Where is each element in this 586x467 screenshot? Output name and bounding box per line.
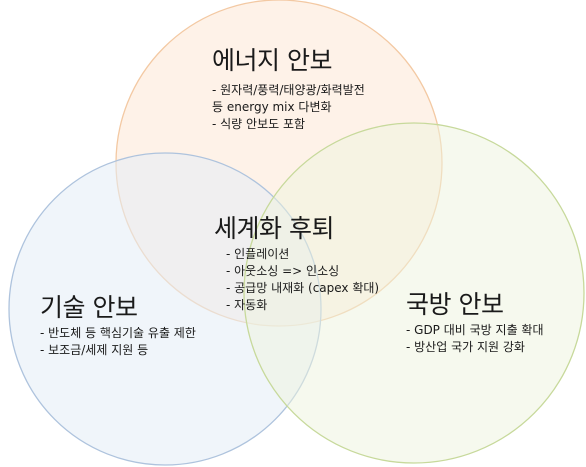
deglobalization-bullet: - 자동화 — [226, 298, 268, 312]
energy-security-title: 에너지 안보 — [212, 46, 332, 75]
energy-security-block: 에너지 안보 - 원자력/풍력/태양광/화력발전 등 energy mix 다변… — [212, 46, 365, 133]
energy-bullet: 등 energy mix 다변화 — [212, 100, 332, 114]
defense-security-block: 국방 안보 - GDP 대비 국방 지출 확대 - 방산업 국가 지원 강화 — [406, 290, 544, 356]
tech-security-title: 기술 안보 — [40, 293, 138, 322]
tech-security-bullets: - 반도체 등 핵심기술 유출 제한 - 보조금/세제 지원 등 — [40, 325, 196, 359]
tech-security-block: 기술 안보 - 반도체 등 핵심기술 유출 제한 - 보조금/세제 지원 등 — [40, 293, 196, 359]
deglobalization-bullet: - 공급망 내재화 (capex 확대) — [226, 281, 380, 295]
tech-bullet: - 반도체 등 핵심기술 유출 제한 — [40, 326, 196, 340]
defense-security-circle — [243, 122, 585, 464]
energy-bullet: - 원자력/풍력/태양광/화력발전 — [212, 83, 365, 97]
defense-bullet: - 방산업 국가 지원 강화 — [406, 340, 525, 354]
defense-security-title: 국방 안보 — [406, 290, 504, 319]
tech-bullet: - 보조금/세제 지원 등 — [40, 343, 149, 357]
deglobalization-block: 세계화 후퇴 - 인플레이션 - 아웃소싱 => 인소싱 - 공급망 내재화 (… — [214, 214, 379, 314]
deglobalization-bullet: - 아웃소싱 => 인소싱 — [226, 264, 340, 278]
energy-bullet: - 식량 안보도 포함 — [212, 117, 306, 131]
defense-security-bullets: - GDP 대비 국방 지출 확대 - 방산업 국가 지원 강화 — [406, 322, 544, 356]
deglobalization-bullet: - 인플레이션 — [226, 247, 290, 261]
deglobalization-title: 세계화 후퇴 — [214, 214, 334, 243]
defense-bullet: - GDP 대비 국방 지출 확대 — [406, 323, 544, 337]
energy-security-bullets: - 원자력/풍력/태양광/화력발전 등 energy mix 다변화 - 식량 … — [212, 82, 365, 133]
deglobalization-bullets: - 인플레이션 - 아웃소싱 => 인소싱 - 공급망 내재화 (capex 확… — [226, 246, 379, 314]
